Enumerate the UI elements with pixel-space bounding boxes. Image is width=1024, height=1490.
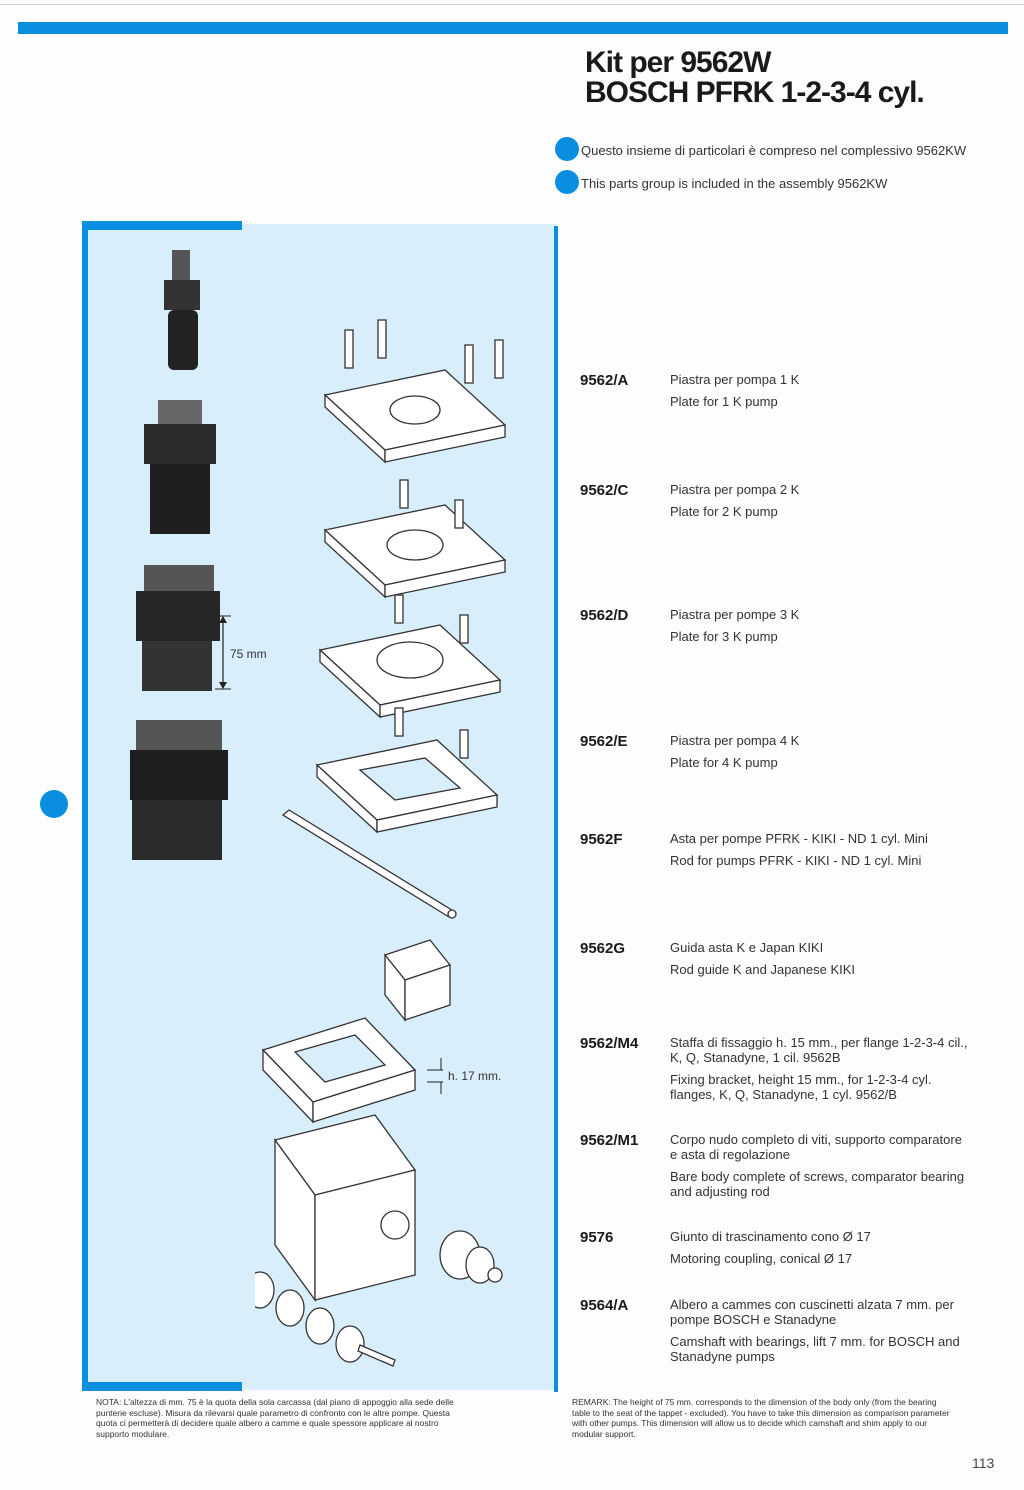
part-description: Giunto di trascinamento cono Ø 17 Motori… [670,1229,970,1273]
note-italian: Questo insieme di particolari è compreso… [555,137,966,161]
footnote-italian: NOTA: L'altezza di mm. 75 è la quota del… [96,1397,454,1439]
part-description: Piastra per pompe 3 K Plate for 3 K pump [670,607,970,651]
part-description-it: Piastra per pompa 4 K [670,733,800,748]
body-9562-m1-illustration [273,1114,417,1302]
bracket-9562-m4-illustration [261,1017,417,1124]
part-description-it: Staffa di fissaggio h. 15 mm., per flang… [670,1035,968,1065]
height-marker-icon [427,1058,443,1094]
dimension-75-label: 75 mm [230,647,267,661]
rod-9562f-illustration [281,809,457,919]
note-english-text: This parts group is included in the asse… [581,176,888,191]
part-description-it: Piastra per pompe 3 K [670,607,800,622]
part-description-it: Asta per pompe PFRK - KIKI - ND 1 cyl. M… [670,831,928,846]
pump-3-cyl-illustration [136,565,220,691]
part-description: Asta per pompe PFRK - KIKI - ND 1 cyl. M… [670,831,970,875]
part-description: Staffa di fissaggio h. 15 mm., per flang… [670,1035,970,1109]
part-description-it: Albero a cammes con cuscinetti alzata 7 … [670,1297,954,1327]
top-rule [0,4,1024,5]
title-line-1: Kit per 9562W [585,46,771,79]
part-code: 9562/M4 [580,1035,639,1052]
title-line-2: BOSCH PFRK 1-2-3-4 cyl. [585,76,925,109]
bullet-dot-icon [555,170,579,194]
part-description-it: Piastra per pompa 2 K [670,482,800,497]
part-description: Guida asta K e Japan KIKI Rod guide K an… [670,940,970,984]
part-description-en: Bare body complete of screws, comparator… [670,1169,965,1199]
bullet-dot-icon [555,137,579,161]
page-title: Kit per 9562W BOSCH PFRK 1-2-3-4 cyl. [585,46,925,109]
part-description: Piastra per pompa 2 K Plate for 2 K pump [670,482,970,526]
pump-4-cyl-illustration [130,720,228,860]
camshaft-9564-a-illustration [255,1271,396,1367]
part-code: 9562/D [580,607,629,624]
divider-line [554,226,558,1392]
pump-1-cyl-illustration [164,250,200,370]
part-code: 9562/M1 [580,1132,639,1149]
panel-frame-top [82,221,242,230]
part-code: 9564/A [580,1297,629,1314]
panel-frame-bottom [82,1382,242,1391]
part-description-en: Rod for pumps PFRK - KIKI - ND 1 cyl. Mi… [670,853,922,868]
plate-9562-d-illustration [318,594,502,719]
page-number: 113 [972,1455,995,1471]
part-description-en: Camshaft with bearings, lift 7 mm. for B… [670,1334,960,1364]
header-blue-bar [18,22,1008,34]
part-description-it: Giunto di trascinamento cono Ø 17 [670,1229,871,1244]
note-italian-text: Questo insieme di particolari è compreso… [581,143,967,158]
part-description: Corpo nudo completo di viti, supporto co… [670,1132,970,1206]
part-description-en: Rod guide K and Japanese KIKI [670,962,856,977]
part-code: 9562G [580,940,626,957]
part-description-en: Motoring coupling, conical Ø 17 [670,1251,853,1266]
part-description: Piastra per pompa 1 K Plate for 1 K pump [670,372,970,416]
part-code: 9562/E [580,733,628,750]
part-description-it: Piastra per pompa 1 K [670,372,800,387]
part-code: 9562/A [580,372,629,389]
part-code: 9562/C [580,482,629,499]
part-description-it: Corpo nudo completo di viti, supporto co… [670,1132,962,1162]
footnote-english: REMARK: The height of 75 mm. corresponds… [572,1397,950,1439]
guide-9562g-illustration [383,939,452,1022]
part-description-en: Plate for 1 K pump [670,394,778,409]
plate-9562-a-illustration [323,319,507,464]
panel-frame-left [82,221,88,1391]
plate-9562-c-illustration [323,479,507,599]
part-description: Piastra per pompa 4 K Plate for 4 K pump [670,733,970,777]
part-description-en: Fixing bracket, height 15 mm., for 1-2-3… [670,1072,932,1102]
part-code: 9562F [580,831,623,848]
pump-photos-illustration [130,250,228,860]
part-code: 9576 [580,1229,614,1246]
coupling-9576-illustration [439,1230,503,1284]
plate-9562-e-illustration [315,707,499,834]
part-description-en: Plate for 4 K pump [670,755,778,770]
dimension-17-label: h. 17 mm. [448,1069,502,1083]
note-english: This parts group is included in the asse… [555,170,887,194]
part-description-it: Guida asta K e Japan KIKI [670,940,824,955]
part-description: Albero a cammes con cuscinetti alzata 7 … [670,1297,970,1371]
pump-2-cyl-illustration [144,400,216,534]
parts-exploded-illustration [255,319,507,1367]
dimension-arrow-icon [215,615,231,690]
part-description-en: Plate for 3 K pump [670,629,778,644]
part-description-en: Plate for 2 K pump [670,504,778,519]
side-marker-dot-icon [40,790,68,818]
